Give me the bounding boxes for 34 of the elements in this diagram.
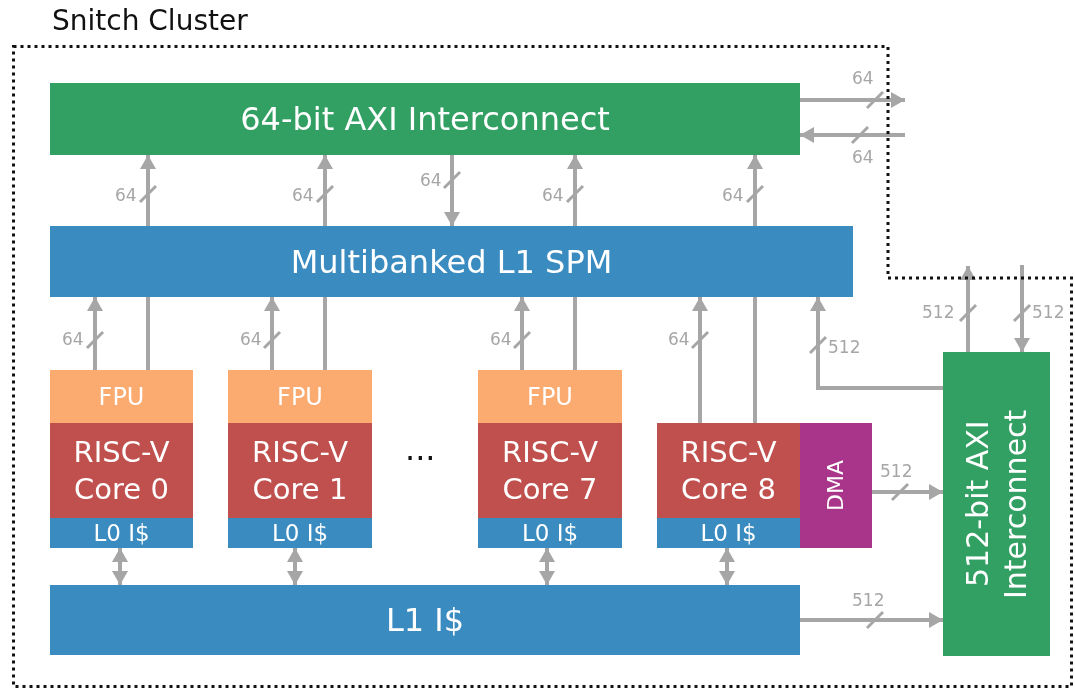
core-box: RISC-V Core 0 <box>50 423 193 518</box>
edge-label: 64 <box>542 185 564 205</box>
cache-box: L0 I$ <box>478 518 622 548</box>
core-box: RISC-V Core 1 <box>228 423 372 518</box>
fpu-box: FPU <box>478 370 622 423</box>
edge-label: 64 <box>668 329 690 349</box>
core-box: RISC-V Core 8 <box>657 423 800 518</box>
edge-label: 512 <box>922 302 955 322</box>
interconnect-box: 64-bit AXI Interconnect <box>50 83 800 155</box>
edge-label: 512 <box>880 461 913 481</box>
cache-box: L0 I$ <box>657 518 800 548</box>
edge-label: 64 <box>62 329 84 349</box>
edge-label: 64 <box>115 185 137 205</box>
edge-label: 64 <box>490 329 512 349</box>
edge-label: 64 <box>292 185 314 205</box>
edge-label: 64 <box>852 68 874 88</box>
fpu-box: FPU <box>50 370 193 423</box>
fpu-box: FPU <box>228 370 372 423</box>
dma-box: DMA <box>800 423 872 548</box>
cache-box: L0 I$ <box>50 518 193 548</box>
edge-label: 64 <box>240 329 262 349</box>
edge-label: 512 <box>852 590 885 610</box>
cache-box: L0 I$ <box>228 518 372 548</box>
edge-label: 512 <box>828 337 861 357</box>
edge-label: 64 <box>722 185 744 205</box>
ellipsis-text: ... <box>405 430 436 468</box>
cache-box: L1 I$ <box>50 585 800 655</box>
cluster-title: Snitch Cluster <box>52 4 248 37</box>
edge-label: 64 <box>420 170 442 190</box>
edge-label: 64 <box>852 147 874 167</box>
memory-box: Multibanked L1 SPM <box>50 226 853 297</box>
edge-label: 512 <box>1032 302 1065 322</box>
core-box: RISC-V Core 7 <box>478 423 622 518</box>
interconnect-box: 512-bit AXI Interconnect <box>943 352 1050 656</box>
